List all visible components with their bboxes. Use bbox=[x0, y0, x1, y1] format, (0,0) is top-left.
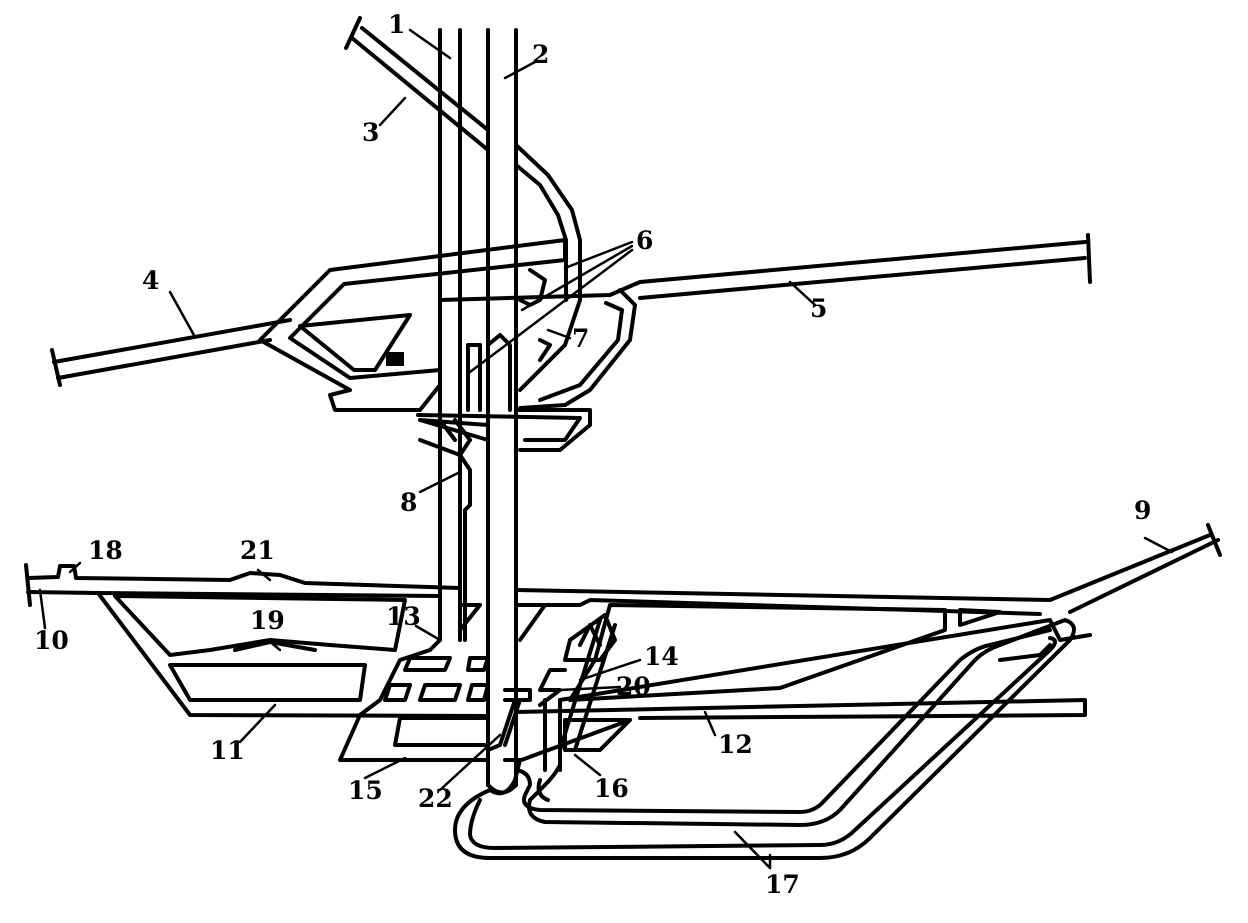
label-2: 2 bbox=[532, 40, 550, 69]
label-10: 10 bbox=[34, 626, 69, 655]
upper-level-loop bbox=[258, 238, 637, 457]
drift-4 bbox=[50, 318, 292, 387]
label-12: 12 bbox=[718, 730, 753, 759]
incline-3 bbox=[344, 16, 582, 302]
label-17: 17 bbox=[765, 870, 800, 899]
raise-8 bbox=[458, 453, 472, 642]
label-4: 4 bbox=[142, 266, 160, 295]
label-3: 3 bbox=[362, 118, 380, 147]
level-10-drift bbox=[24, 523, 1222, 616]
label-13: 13 bbox=[386, 602, 421, 631]
drift-5 bbox=[438, 233, 1092, 302]
label-21: 21 bbox=[240, 536, 275, 565]
label-11: 11 bbox=[210, 736, 245, 765]
label-1: 1 bbox=[388, 10, 406, 39]
label-6: 6 bbox=[636, 226, 654, 255]
leader-lines bbox=[38, 28, 1174, 870]
label-7: 7 bbox=[572, 324, 590, 353]
label-15: 15 bbox=[348, 776, 383, 805]
label-9: 9 bbox=[1134, 496, 1152, 525]
label-5: 5 bbox=[810, 294, 828, 323]
lower-left-block-11 bbox=[96, 591, 490, 718]
label-22: 22 bbox=[418, 784, 453, 813]
label-16: 16 bbox=[594, 774, 629, 803]
label-18: 18 bbox=[88, 536, 123, 565]
label-8: 8 bbox=[400, 488, 418, 517]
label-20: 20 bbox=[616, 672, 651, 701]
label-19: 19 bbox=[250, 606, 285, 635]
haulage-loop-17 bbox=[453, 618, 1076, 860]
label-14: 14 bbox=[644, 642, 679, 671]
winze-22 bbox=[486, 688, 532, 752]
lower-center-grid bbox=[338, 603, 547, 762]
shaft-1 bbox=[438, 28, 462, 642]
shaft-2-sump bbox=[486, 783, 518, 795]
